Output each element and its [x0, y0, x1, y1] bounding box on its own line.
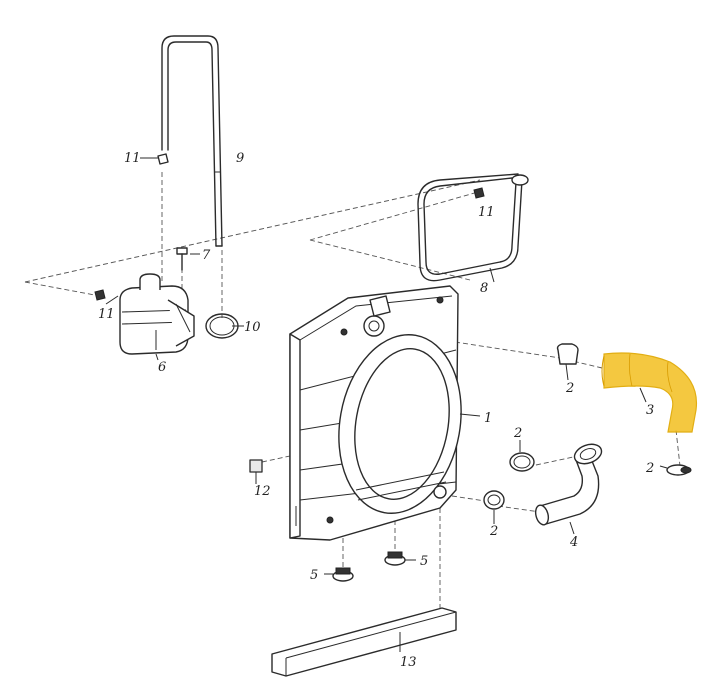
part-11-clip-right — [473, 187, 485, 199]
part-2-clamp-right — [659, 464, 692, 476]
label-part-12: 12 — [254, 484, 271, 499]
part-2-clamp-lower — [483, 490, 505, 524]
label-part-5-right: 5 — [420, 554, 428, 569]
label-part-8: 8 — [480, 281, 488, 296]
part-2-clamp-upper — [556, 343, 579, 381]
part-8-loop-tube — [417, 173, 529, 283]
part-9-overflow-tube — [161, 35, 223, 247]
label-part-1: 1 — [484, 411, 492, 426]
label-part-2-upper: 2 — [565, 381, 574, 396]
part-13-foam-strip — [271, 607, 457, 677]
label-part-11-right: 11 — [478, 205, 495, 220]
part-11-clip-left — [94, 289, 106, 301]
leader-lines — [105, 295, 481, 417]
part-5-grommet-right — [384, 551, 416, 566]
label-part-2-lower: 2 — [489, 524, 498, 539]
label-part-3: 3 — [646, 403, 654, 418]
part-5-grommet-left — [324, 567, 354, 582]
part-1-fan-shroud — [289, 285, 462, 541]
label-part-2-middle: 2 — [513, 426, 522, 441]
label-part-5-left: 5 — [310, 568, 318, 583]
label-part-11-left: 11 — [98, 307, 115, 322]
label-part-2-right: 2 — [645, 461, 654, 476]
label-part-7: 7 — [202, 248, 211, 263]
part-11-clip-upper — [140, 153, 169, 165]
part-12-label-tag — [249, 459, 263, 484]
label-part-10: 10 — [244, 320, 261, 335]
part-6-expansion-tank — [119, 273, 195, 355]
label-part-6: 6 — [158, 360, 166, 375]
label-part-4: 4 — [569, 535, 578, 550]
part-7-bolt — [176, 247, 200, 271]
part-labels: 1 2 2 2 2 3 4 5 5 6 7 8 9 10 11 11 11 12… — [98, 151, 654, 670]
label-part-9: 9 — [236, 151, 244, 166]
part-4-lower-hose — [534, 443, 603, 535]
label-part-13: 13 — [400, 655, 417, 670]
part-3-upper-hose-highlighted — [601, 352, 698, 433]
part-2-clamp-middle — [509, 440, 535, 472]
label-part-11-upper: 11 — [124, 151, 141, 166]
